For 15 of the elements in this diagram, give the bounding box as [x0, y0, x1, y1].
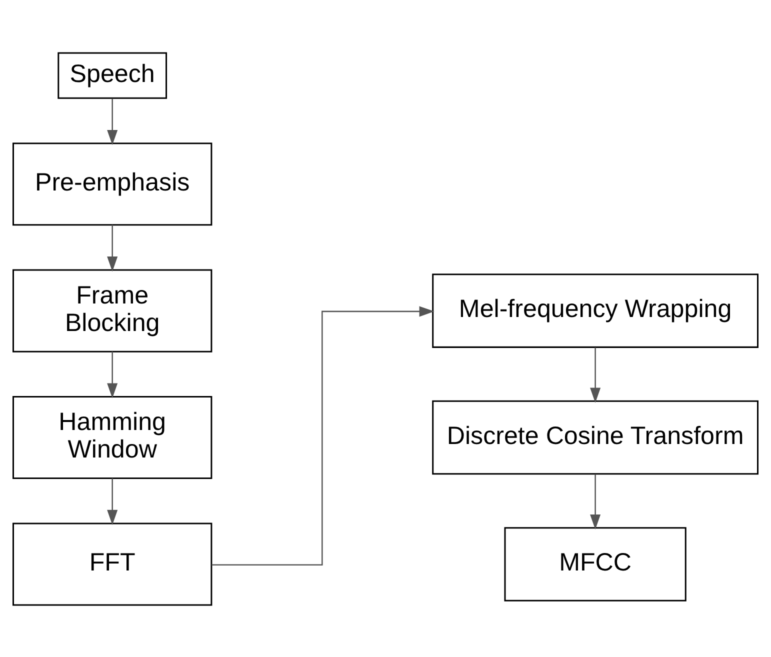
arrow	[590, 346, 601, 402]
arrow	[107, 224, 118, 272]
arrow	[212, 306, 434, 565]
node-box: Hamming Window	[12, 395, 212, 479]
arrow	[107, 98, 118, 145]
node-box: Speech	[58, 52, 168, 98]
arrow	[107, 478, 118, 524]
arrow	[590, 474, 601, 530]
arrow	[107, 351, 118, 398]
node-box: Frame Blocking	[12, 268, 212, 352]
node-box: Pre-emphasis	[12, 142, 212, 226]
node-box: Mel-frequency Wrapping	[432, 273, 759, 348]
node-box: MFCC	[504, 526, 686, 601]
node-box: Discrete Cosine Transform	[432, 400, 759, 474]
node-box: FFT	[12, 522, 212, 606]
